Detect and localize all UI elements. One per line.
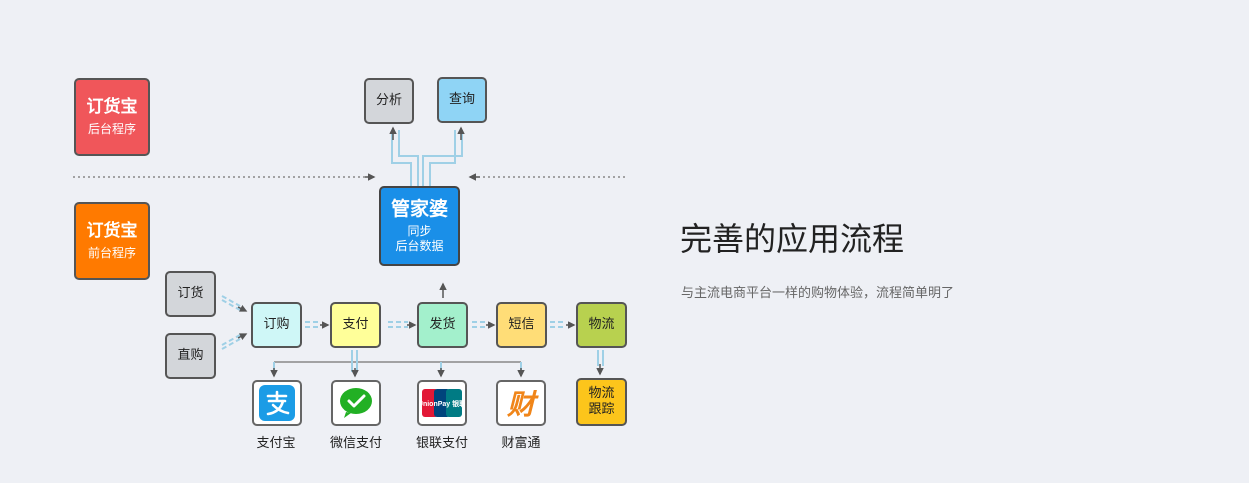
logistics-tracking-box: 物流 跟踪 <box>576 378 627 426</box>
analysis-box: 分析 <box>364 78 414 124</box>
order-box: 订货 <box>165 271 216 317</box>
backend-logo-text: 订货宝 <box>86 96 138 117</box>
backend-program-box: 订货宝 后台程序 <box>74 78 150 156</box>
frontend-program-box: 订货宝 前台程序 <box>74 202 150 280</box>
backend-label: 后台程序 <box>87 122 136 137</box>
unionpay-icon: UnionPay 银联 <box>422 389 462 417</box>
pay-box: 支付 <box>330 302 381 348</box>
tenpay-label: 财富通 <box>501 436 541 451</box>
hub-line2: 后台数据 <box>395 238 444 253</box>
hub-box: 管家婆 同步 后台数据 <box>379 186 460 266</box>
unionpay-icon-box: UnionPay 银联 <box>417 380 467 426</box>
wechat-pay-icon <box>340 388 372 418</box>
alipay-icon <box>259 385 295 421</box>
alipay-label: 支付宝 <box>256 436 296 451</box>
frontend-label: 前台程序 <box>87 246 136 261</box>
logistics-box: 物流 <box>576 302 627 348</box>
headline: 完善的应用流程 <box>680 220 905 258</box>
direct-buy-box: 直购 <box>165 333 216 379</box>
query-box: 查询 <box>437 77 487 123</box>
alipay-icon-box <box>252 380 302 426</box>
description: 与主流电商平台一样的购物体验，流程简单明了 <box>681 286 955 301</box>
sms-box: 短信 <box>496 302 547 348</box>
unionpay-label: 银联支付 <box>415 436 468 451</box>
tenpay-icon: 财 <box>506 388 535 421</box>
frontend-logo-text: 订货宝 <box>86 220 138 241</box>
hub-title: 管家婆 <box>390 198 448 221</box>
purchase-box: 订购 <box>251 302 302 348</box>
wechat-pay-label: 微信支付 <box>329 436 382 451</box>
tenpay-icon-box: 财 <box>496 380 546 426</box>
unionpay-icon-text: UnionPay 银联 <box>422 399 462 408</box>
hub-line1: 同步 <box>407 223 432 238</box>
wechat-pay-icon-box <box>331 380 381 426</box>
ship-box: 发货 <box>417 302 468 348</box>
